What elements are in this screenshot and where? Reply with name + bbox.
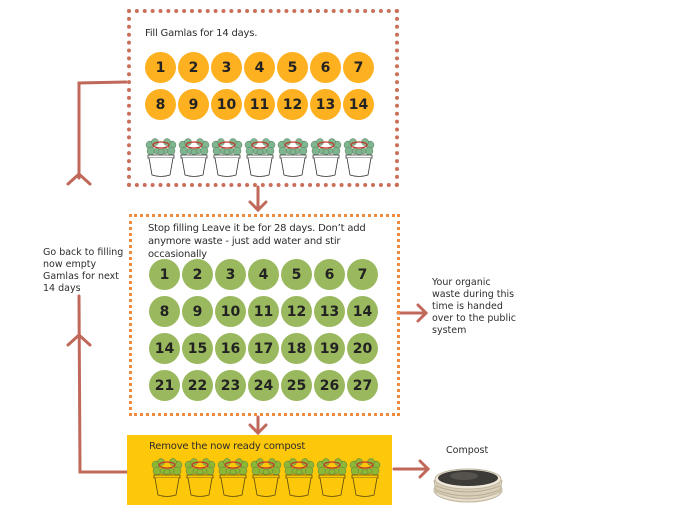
public-system-note-line: system bbox=[432, 325, 467, 336]
fill-day-circle: 7 bbox=[343, 52, 374, 83]
remove-gamla-pot-icon bbox=[316, 457, 349, 503]
rest-day-circle: 10 bbox=[215, 296, 246, 327]
fill-day-circle: 5 bbox=[277, 52, 308, 83]
remove-gamla-pot-icon bbox=[349, 457, 382, 503]
rest-day-circle: 21 bbox=[149, 370, 180, 401]
fill-gamla-pot-icon bbox=[178, 137, 211, 183]
remove-gamla-pot-icon bbox=[217, 457, 250, 503]
rest-day-circle: 24 bbox=[248, 370, 279, 401]
fill-gamla-pot-icon bbox=[310, 137, 343, 183]
rest-day-circle: 6 bbox=[314, 259, 345, 290]
remove-stage-box: Remove the now ready compost bbox=[127, 435, 392, 505]
fill-gamla-pot-icon bbox=[244, 137, 277, 183]
compost-label: Compost bbox=[446, 445, 489, 456]
go-back-note-line: now empty bbox=[43, 259, 97, 270]
remove-gamla-pot-icon bbox=[151, 457, 184, 503]
loop-up-arrowhead-bottom bbox=[66, 332, 92, 347]
fill-day-circle: 2 bbox=[178, 52, 209, 83]
rest-stage-box: Stop filling Leave it be for 28 days. Do… bbox=[129, 214, 400, 416]
fill-stage-title: Fill Gamlas for 14 days. bbox=[145, 28, 258, 39]
rest-day-circle: 14 bbox=[149, 333, 180, 364]
rest-day-circle: 1 bbox=[149, 259, 180, 290]
rest-day-circle: 17 bbox=[248, 333, 279, 364]
public-system-note-line: waste during this bbox=[432, 289, 515, 300]
fill-day-circle: 1 bbox=[145, 52, 176, 83]
fill-day-circle: 6 bbox=[310, 52, 341, 83]
rest-day-circle: 18 bbox=[281, 333, 312, 364]
right-arrow-public-head bbox=[416, 303, 429, 323]
rest-day-circle: 14 bbox=[347, 296, 378, 327]
rest-day-circle: 4 bbox=[248, 259, 279, 290]
rest-day-circle: 27 bbox=[347, 370, 378, 401]
fill-day-circle: 3 bbox=[211, 52, 242, 83]
rest-day-circle: 22 bbox=[182, 370, 213, 401]
rest-day-circle: 3 bbox=[215, 259, 246, 290]
compost-bowl-icon bbox=[433, 468, 503, 503]
rest-day-circle: 5 bbox=[281, 259, 312, 290]
fill-gamla-pot-icon bbox=[277, 137, 310, 183]
rest-day-circle: 15 bbox=[182, 333, 213, 364]
rest-stage-title-line2: anymore waste - just add water and stir … bbox=[148, 236, 341, 260]
remove-gamla-pot-icon bbox=[184, 457, 217, 503]
go-back-note-line: Go back to filling bbox=[43, 247, 124, 258]
fill-pots-row bbox=[145, 137, 376, 183]
rest-day-circle: 25 bbox=[281, 370, 312, 401]
rest-day-circle: 8 bbox=[149, 296, 180, 327]
rest-day-circle: 26 bbox=[314, 370, 345, 401]
rest-day-circle: 16 bbox=[215, 333, 246, 364]
fill-gamla-pot-icon bbox=[343, 137, 376, 183]
fill-day-circle: 12 bbox=[277, 89, 308, 120]
fill-day-circle: 14 bbox=[343, 89, 374, 120]
fill-day-circle: 10 bbox=[211, 89, 242, 120]
public-system-note-line: time is handed bbox=[432, 301, 503, 312]
public-system-note-line: Your organic bbox=[432, 277, 491, 288]
rest-day-circle: 11 bbox=[248, 296, 279, 327]
rest-day-circle: 19 bbox=[314, 333, 345, 364]
fill-day-circle: 13 bbox=[310, 89, 341, 120]
fill-gamla-pot-icon bbox=[211, 137, 244, 183]
rest-day-circle: 12 bbox=[281, 296, 312, 327]
rest-day-circle: 7 bbox=[347, 259, 378, 290]
remove-pots-row bbox=[151, 457, 382, 503]
go-back-note-line: 14 days bbox=[43, 283, 81, 294]
rest-day-circle: 2 bbox=[182, 259, 213, 290]
right-arrow-compost-head bbox=[418, 459, 431, 479]
remove-gamla-pot-icon bbox=[250, 457, 283, 503]
down-arrow-2-head bbox=[248, 423, 268, 436]
rest-day-circle: 9 bbox=[182, 296, 213, 327]
rest-day-circle: 23 bbox=[215, 370, 246, 401]
public-system-note-line: over to the public bbox=[432, 313, 516, 324]
fill-day-circle: 9 bbox=[178, 89, 209, 120]
fill-day-circle: 11 bbox=[244, 89, 275, 120]
rest-day-circle: 13 bbox=[314, 296, 345, 327]
loop-back-line-top bbox=[77, 80, 128, 180]
go-back-note: Go back to filling now empty Gamlas for … bbox=[43, 247, 123, 295]
down-arrow-1-head bbox=[248, 200, 268, 213]
rest-day-circle: 20 bbox=[347, 333, 378, 364]
public-system-note: Your organic waste during this time is h… bbox=[432, 277, 516, 337]
fill-day-circle: 8 bbox=[145, 89, 176, 120]
go-back-note-line: Gamlas for next bbox=[43, 271, 119, 282]
remove-stage-title: Remove the now ready compost bbox=[149, 441, 306, 452]
rest-stage-title-line1: Stop filling Leave it be for 28 days. Do… bbox=[148, 223, 366, 234]
loop-back-line-bottom bbox=[77, 294, 129, 474]
fill-day-circle: 4 bbox=[244, 52, 275, 83]
loop-up-arrowhead-top bbox=[66, 171, 92, 186]
remove-gamla-pot-icon bbox=[283, 457, 316, 503]
fill-gamla-pot-icon bbox=[145, 137, 178, 183]
